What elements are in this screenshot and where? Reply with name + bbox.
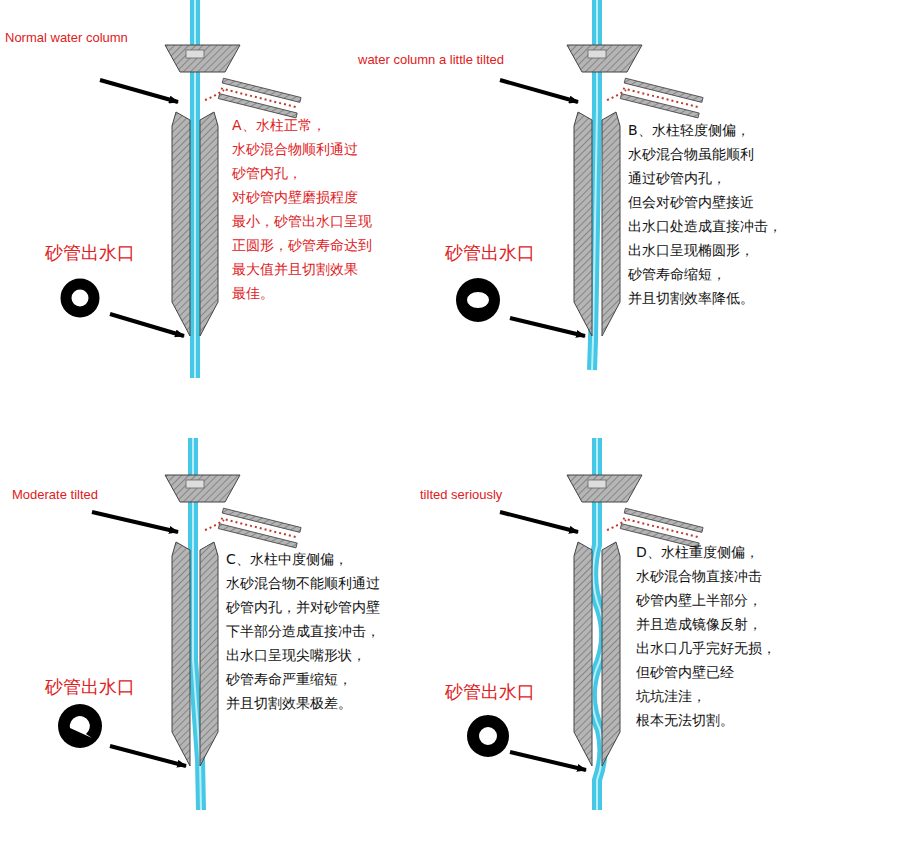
outlet-ring [473, 721, 503, 751]
outlet-ring [456, 278, 500, 322]
outlet-ring [66, 284, 94, 312]
description-text: A、水柱正常， 水砂混合物顺利通过 砂管内孔， 对砂管内壁磨损程度 最小，砂管出… [232, 113, 376, 305]
pointer-arrow [500, 512, 578, 532]
panel-label: Moderate tilted [12, 487, 98, 502]
outlet-ring [58, 704, 102, 748]
description-text: B、水柱轻度侧偏， 水砂混合物虽能顺利 通过砂管内孔， 但会对砂管内壁接近 出水… [628, 118, 786, 310]
outlet-label: 砂管出水口 [45, 241, 135, 265]
outlet-label: 砂管出水口 [45, 675, 135, 699]
panel-label: water column a little tilted [358, 52, 504, 67]
outlet-label: 砂管出水口 [445, 241, 535, 265]
nozzle-assembly [165, 475, 301, 766]
outlet-label: 砂管出水口 [445, 680, 535, 704]
panel-label: tilted seriously [420, 487, 502, 502]
pointer-arrow [92, 512, 178, 532]
panel-label: Normal water column [5, 30, 128, 45]
pointer-arrow [110, 314, 184, 336]
pointer-arrow [500, 80, 578, 102]
description-text: D、水柱重度侧偏， 水砂混合物直接冲击 砂管内壁上半部分， 并且造成镜像反射， … [636, 540, 780, 732]
pointer-arrow [510, 752, 586, 770]
pointer-arrow [100, 80, 178, 102]
pointer-arrow [110, 746, 186, 766]
description-text: C、水柱中度侧偏， 水砂混合物不能顺利通过 砂管内孔，并对砂管内壁 下半部分造成… [226, 547, 384, 715]
pointer-arrow [510, 318, 585, 336]
